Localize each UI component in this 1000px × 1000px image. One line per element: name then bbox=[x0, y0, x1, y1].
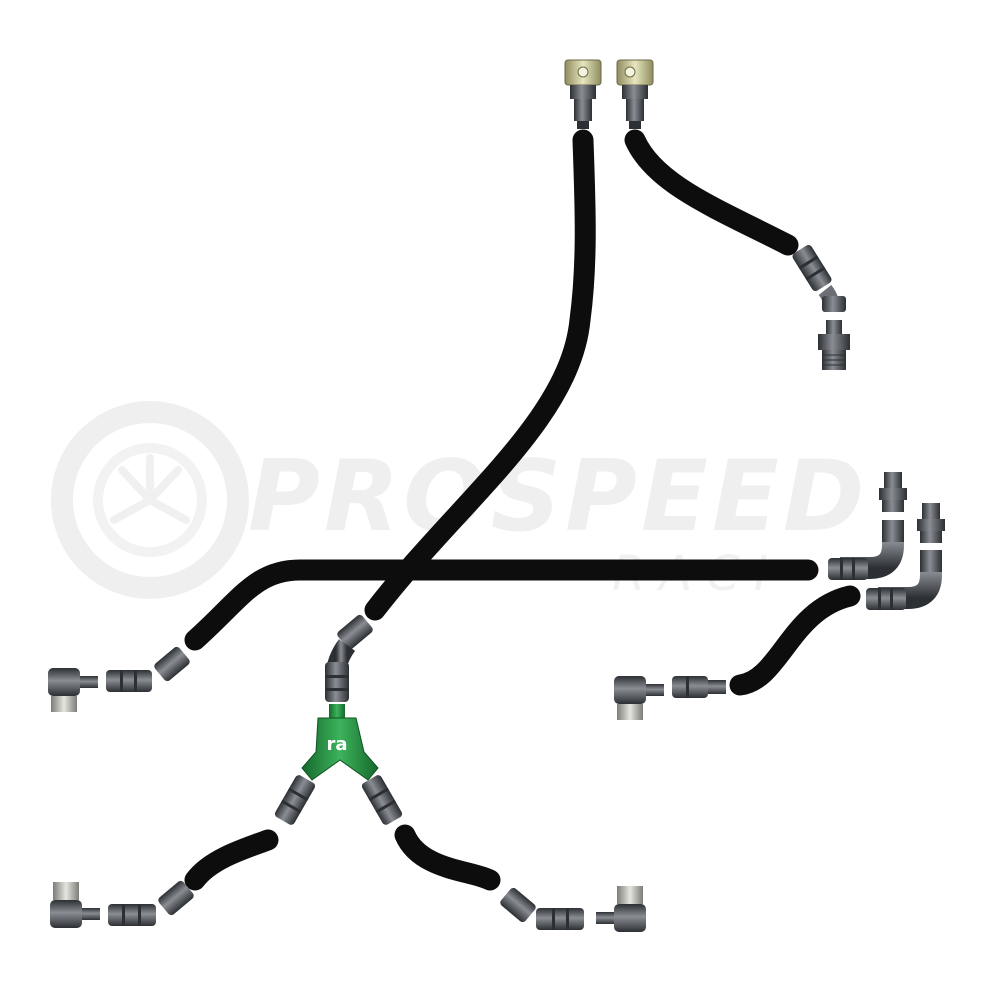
y-block-fitting: ra bbox=[301, 704, 379, 781]
hose-top-right bbox=[624, 129, 799, 256]
hoses bbox=[184, 129, 861, 891]
hose-end-90deg-right-upper bbox=[828, 520, 904, 580]
hose-y-right bbox=[394, 824, 501, 891]
y-block-logo: ra bbox=[326, 734, 347, 755]
hose-right-lower bbox=[729, 585, 861, 696]
hose-end-45deg-bottom-left bbox=[108, 880, 194, 926]
hose-end-45deg-left bbox=[106, 646, 190, 692]
hose-end-45deg-bottom-right bbox=[500, 887, 584, 930]
hose-main-feed bbox=[364, 129, 596, 621]
hose-end-45deg-top-right bbox=[792, 245, 846, 312]
an-adapter-right-upper bbox=[879, 472, 907, 512]
an-adapter-top-right bbox=[818, 320, 850, 370]
hose-end-45deg-center bbox=[325, 614, 373, 702]
hose-end-90deg-right-lower bbox=[866, 550, 942, 610]
sensor-banjo-left bbox=[48, 668, 98, 712]
watermark-ring-inner bbox=[93, 443, 207, 557]
hose-end-straight-y-left bbox=[274, 775, 316, 825]
watermark-turbine-icon bbox=[110, 454, 190, 524]
watermark-ring-outer bbox=[51, 401, 249, 599]
watermark-brand-text: PROSPEED bbox=[248, 440, 868, 554]
hose-y-left bbox=[184, 829, 279, 891]
sensor-banjo-bottom-left bbox=[50, 882, 100, 928]
an-adapter-right-lower bbox=[917, 503, 945, 543]
port-adapter-top-right bbox=[616, 59, 654, 129]
hose-end-straight-right bbox=[672, 676, 726, 698]
sensor-banjo-bottom-right bbox=[596, 886, 646, 932]
hose-horizontal-long bbox=[184, 559, 819, 651]
sensor-banjo-right bbox=[614, 676, 664, 720]
port-adapter-top-left bbox=[564, 59, 602, 129]
hose-end-straight-y-right bbox=[361, 775, 403, 825]
